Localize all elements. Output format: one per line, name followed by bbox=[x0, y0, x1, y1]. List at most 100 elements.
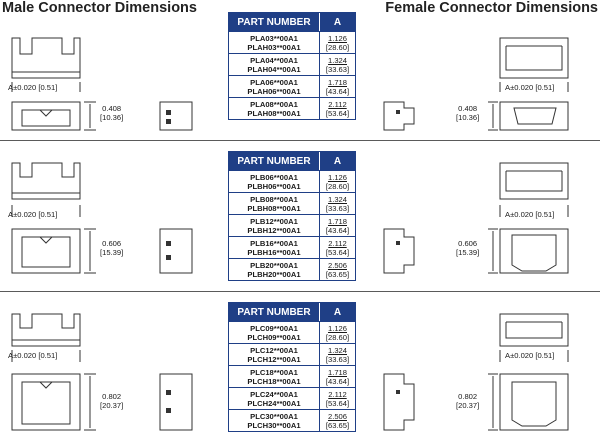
dim-a-inch: 2.112 bbox=[328, 99, 347, 109]
section-divider bbox=[0, 291, 600, 292]
group-a-height-in-female: 0.408 bbox=[458, 104, 478, 113]
dim-a-inch: 2.506 bbox=[327, 260, 347, 270]
group-b-dim-a-male: A±0.020 [0.51] bbox=[8, 210, 58, 219]
dim-a-inch: 1.324 bbox=[327, 194, 347, 204]
group-a-drawings: A±0.020 [0.51] 0.408 [10.36] A±0.020 [0.… bbox=[0, 0, 600, 140]
header-part-number: PART NUMBER bbox=[229, 303, 320, 321]
group-b-svg bbox=[11, 162, 569, 274]
group-b-height: 0.606 [15.39] bbox=[100, 239, 123, 257]
female-title: Female Connector Dimensions bbox=[385, 0, 598, 16]
dim-a-mm: [53.64] bbox=[325, 108, 350, 118]
male-title: Male Connector Dimensions bbox=[2, 0, 197, 16]
dim-a-inch: 1.324 bbox=[327, 345, 347, 355]
dim-a-inch: 1.324 bbox=[327, 55, 347, 65]
dim-a-inch: 1.126 bbox=[327, 323, 347, 333]
group-b-dim-a-female: A±0.020 [0.51] bbox=[505, 210, 555, 219]
part-number: PLB16**00A1 bbox=[250, 238, 298, 248]
group-c-dim-a-male: A±0.020 [0.51] bbox=[8, 351, 58, 360]
part-number: PLC18**00A1 bbox=[250, 367, 298, 377]
dim-a-inch: 1.126 bbox=[327, 33, 347, 43]
header-part-number: PART NUMBER bbox=[229, 13, 320, 31]
table-header: PART NUMBER A bbox=[229, 303, 355, 321]
group-c-height-female: 0.802 [20.37] bbox=[456, 392, 479, 410]
part-number: PLCH12**00A1 bbox=[247, 354, 301, 364]
group-a-height-mm: [10.36] bbox=[100, 113, 124, 122]
part-number: PLA06**00A1 bbox=[250, 77, 298, 87]
group-b-height-in-female: 0.606 bbox=[458, 239, 478, 248]
group-c-dim-a-female: A±0.020 [0.51] bbox=[505, 351, 555, 360]
part-number: PLB06**00A1 bbox=[250, 172, 298, 182]
part-number: PLCH30**00A1 bbox=[247, 420, 301, 430]
dim-a-inch: 2.112 bbox=[328, 238, 347, 248]
part-number: PLCH09**00A1 bbox=[247, 332, 301, 342]
part-number: PLBH06**00A1 bbox=[247, 181, 301, 191]
section-divider bbox=[0, 140, 600, 141]
dim-a-mm: [43.64] bbox=[325, 376, 350, 386]
dim-a-mm: [28.60] bbox=[325, 332, 350, 342]
dim-a-mm: [33.63] bbox=[325, 64, 350, 74]
dim-a-mm: [28.60] bbox=[325, 181, 350, 191]
part-number: PLC12**00A1 bbox=[250, 345, 298, 355]
part-number: PLAH03**00A1 bbox=[247, 42, 301, 52]
dim-a-mm: [43.64] bbox=[325, 225, 350, 235]
header-a: A bbox=[333, 16, 342, 28]
part-number: PLCH18**00A1 bbox=[247, 376, 301, 386]
part-number: PLAH06**00A1 bbox=[247, 86, 301, 96]
header-part-number: PART NUMBER bbox=[229, 152, 320, 170]
group-b-height-in: 0.606 bbox=[102, 239, 122, 248]
group-b-height-mm: [15.39] bbox=[100, 248, 124, 257]
group-c-drawings: A±0.020 [0.51] 0.802 [20.37] A±0.020 [0.… bbox=[0, 292, 600, 436]
group-b-height-female: 0.606 [15.39] bbox=[456, 239, 479, 257]
dim-a-inch: 1.718 bbox=[327, 367, 347, 377]
dim-a-mm: [63.65] bbox=[325, 269, 350, 279]
dim-a-mm: [28.60] bbox=[325, 42, 350, 52]
group-a-height-in: 0.408 bbox=[102, 104, 122, 113]
header-a: A bbox=[333, 155, 342, 167]
part-number: PLAH04**00A1 bbox=[247, 64, 301, 74]
part-number: PLC24**00A1 bbox=[250, 389, 298, 399]
part-number: PLCH24**00A1 bbox=[247, 398, 301, 408]
part-number: PLA04**00A1 bbox=[250, 55, 298, 65]
group-a-dim-a-male: A±0.020 [0.51] bbox=[8, 83, 58, 92]
group-c-svg bbox=[11, 313, 569, 431]
part-number: PLB20**00A1 bbox=[250, 260, 298, 270]
table-header: PART NUMBER A bbox=[229, 152, 355, 170]
part-number: PLBH12**00A1 bbox=[247, 225, 301, 235]
dim-a-inch: 2.506 bbox=[327, 411, 347, 421]
part-number: PLBH08**00A1 bbox=[247, 203, 301, 213]
group-c-height: 0.802 [20.37] bbox=[100, 392, 123, 410]
group-a-height: 0.408 [10.36] bbox=[100, 104, 123, 122]
dim-a-mm: [63.65] bbox=[325, 420, 350, 430]
part-number: PLAH08**00A1 bbox=[247, 108, 301, 118]
table-header: PART NUMBER A bbox=[229, 13, 355, 31]
group-c-height-in-female: 0.802 bbox=[458, 392, 478, 401]
dim-a-inch: 1.718 bbox=[327, 77, 347, 87]
dim-a-inch: 1.718 bbox=[327, 216, 347, 226]
group-c-height-mm-female: [20.37] bbox=[456, 401, 480, 410]
group-c-height-mm: [20.37] bbox=[100, 401, 124, 410]
group-b-height-mm-female: [15.39] bbox=[456, 248, 480, 257]
dim-a-mm: [43.64] bbox=[325, 86, 350, 96]
dim-a-inch: 1.126 bbox=[327, 172, 347, 182]
group-c-height-in: 0.802 bbox=[102, 392, 122, 401]
part-number: PLA03**00A1 bbox=[250, 33, 298, 43]
part-number: PLB08**00A1 bbox=[250, 194, 298, 204]
dim-a-mm: [53.64] bbox=[325, 398, 350, 408]
part-number: PLC30**00A1 bbox=[250, 411, 298, 421]
group-b-drawings: A±0.020 [0.51] 0.606 [15.39] A±0.020 [0.… bbox=[0, 141, 600, 291]
part-number: PLBH16**00A1 bbox=[247, 247, 301, 257]
